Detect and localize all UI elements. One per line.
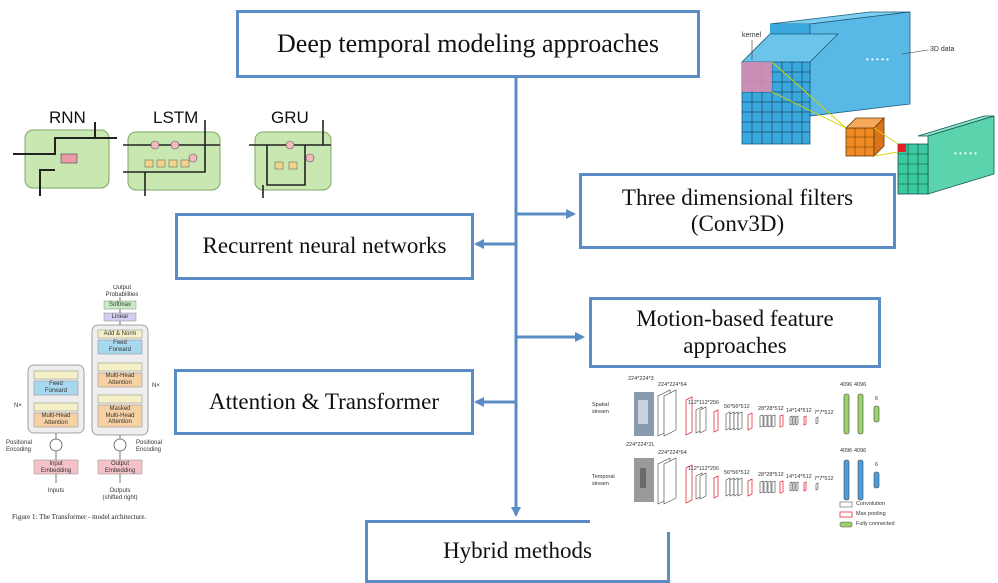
deep-temporal-modeling-label: Deep temporal modeling approaches: [277, 29, 659, 59]
legend-convolution: Convolution: [856, 501, 886, 507]
lstm-title: LSTM: [153, 108, 199, 127]
positional-encoding-left: Positional Encoding: [6, 440, 33, 453]
spatial-dim-4: 28*28*512: [758, 406, 784, 412]
two-stream-graphic: [634, 389, 880, 528]
temporal-dim-5: 14*14*512: [786, 474, 812, 480]
temporal-dim-6: 7*7*512: [814, 476, 834, 482]
temporal-dim-2: 112*112*256: [688, 466, 719, 472]
decoder-feed-forward-label: Feed Forward: [108, 340, 131, 353]
output-probabilities-label: Output Probabilities: [105, 285, 139, 298]
conv3d-label-line1: Three dimensional filters: [621, 184, 854, 210]
motion-label-line2: approaches: [683, 332, 787, 358]
temporal-dim-4: 28*28*512: [758, 472, 784, 478]
softmax-label: Softmax: [108, 302, 131, 308]
encoder-nx-label: N×: [14, 403, 22, 409]
inputs-label: Inputs: [47, 488, 65, 494]
hybrid-label: Hybrid methods: [443, 538, 592, 564]
motion-based-feature-box: Motion-based feature approaches: [589, 297, 881, 368]
temporal-dim-1: 224*224*64: [658, 450, 687, 456]
attention-transformer-box: Attention & Transformer: [174, 369, 474, 435]
transformer-graphic: [27, 297, 149, 483]
spatial-dim-0: 224*224*3: [628, 376, 654, 382]
svg-text:• • • • •: • • • • •: [866, 55, 889, 64]
attention-label: Attention & Transformer: [209, 388, 439, 414]
spatial-dim-6: 7*7*512: [814, 410, 834, 416]
rnn-title: RNN: [49, 108, 86, 127]
temporal-dim-7: 4096: [840, 448, 853, 454]
spatial-dim-8: 4096: [854, 382, 867, 388]
conv3d-figure: • • • • • • • • • • kernel 3D data: [722, 4, 998, 196]
temporal-dim-3: 56*56*512: [724, 470, 750, 476]
rnn-label: Recurrent neural networks: [202, 233, 447, 259]
conv3d-graphic: • • • • • • • • • •: [741, 11, 995, 195]
encoder-multi-head-label: Multi-Head Attention: [41, 413, 71, 426]
transformer-figure: Output Probabilities Softmax Linear Add …: [4, 285, 174, 525]
spatial-dim-5: 14*14*512: [786, 408, 812, 414]
rnn-lstm-gru-figure: RNN LSTM GRU: [5, 100, 347, 206]
decoder-nx-label: N×: [152, 383, 160, 389]
positional-encoding-right: Positional Encoding: [136, 440, 163, 453]
outputs-label: Outputs (shifted right): [102, 488, 138, 501]
conv3d-label-line2: (Conv3D): [690, 211, 785, 236]
linear-label: Linear: [111, 314, 129, 320]
spatial-dim-9: 6: [875, 396, 879, 402]
decoder-add-norm-label: Add & Norm: [103, 331, 137, 337]
deep-temporal-modeling-box: Deep temporal modeling approaches: [236, 10, 700, 78]
output-embedding-label: Output Embedding: [104, 461, 136, 474]
spatial-dim-3: 56*56*512: [724, 404, 750, 410]
spatial-dim-7: 4096: [840, 382, 853, 388]
spatial-dim-1: 224*224*64: [658, 382, 687, 388]
transformer-caption: Figure 1: The Transformer - model archit…: [12, 513, 147, 521]
masked-attention-label: Masked Multi-Head Attention: [105, 406, 135, 426]
temporal-stream-label: Temporal stream: [592, 474, 615, 487]
recurrent-neural-networks-box: Recurrent neural networks: [175, 213, 474, 280]
spatial-stream-label: Spatial stream: [592, 402, 609, 415]
three-dimensional-filters-box: Three dimensional filters (Conv3D): [579, 173, 896, 249]
motion-label-line1: Motion-based feature: [636, 306, 834, 332]
spatial-dim-2: 112*112*256: [688, 400, 719, 406]
gru-title: GRU: [271, 108, 309, 127]
legend-fully-connected: Fully connected: [856, 521, 895, 527]
temporal-dim-0: 224*224*2L: [626, 442, 655, 448]
3d-data-label: 3D data: [930, 46, 955, 53]
kernel-label: kernel: [742, 32, 762, 39]
rnn-cells-graphic: [13, 120, 332, 198]
encoder-feed-forward-label: Feed Forward: [44, 381, 67, 394]
svg-text:• • • • •: • • • • •: [954, 149, 977, 158]
two-stream-figure: Spatial stream Temporal stream 224*224*3…: [590, 372, 902, 532]
legend-max-pooling: Max pooling: [856, 511, 886, 517]
temporal-dim-8: 4096: [854, 448, 867, 454]
decoder-multi-head-label: Multi-Head Attention: [105, 373, 135, 386]
temporal-dim-9: 6: [875, 462, 879, 468]
input-embedding-label: Input Embedding: [40, 461, 72, 474]
